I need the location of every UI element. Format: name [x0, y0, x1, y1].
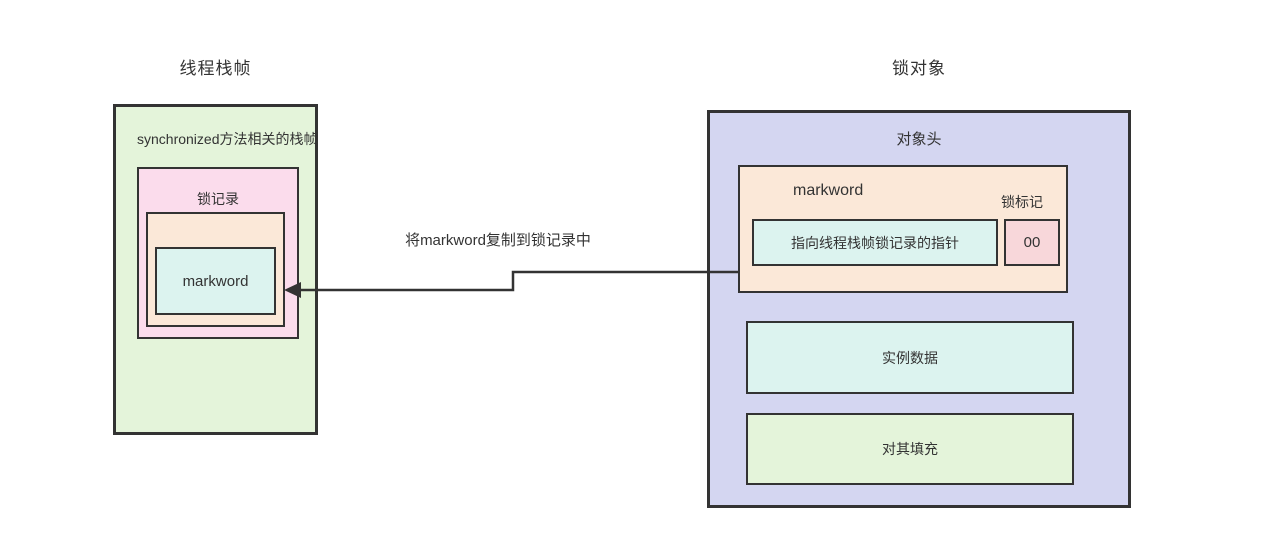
markword-section-box: markword 锁标记 指向线程栈帧锁记录的指针 00 [738, 165, 1068, 293]
lock-object-box: 对象头 markword 锁标记 指向线程栈帧锁记录的指针 00 实例数据 对其… [707, 110, 1131, 508]
markword-section-label: markword [793, 182, 864, 199]
pointer-to-lock-record-label: 指向线程栈帧锁记录的指针 [791, 234, 959, 251]
padding-box: 对其填充 [746, 413, 1074, 485]
instance-data-label: 实例数据 [882, 349, 938, 366]
lock-object-title: 锁对象 [892, 59, 946, 78]
copied-markword-box: markword [155, 247, 276, 315]
thread-stack-frame-box: synchronized方法相关的栈帧 锁记录 markword [113, 104, 318, 435]
lock-flag-value: 00 [1023, 234, 1041, 251]
pointer-to-lock-record-box: 指向线程栈帧锁记录的指针 [752, 219, 998, 266]
lock-flag-value-box: 00 [1004, 219, 1060, 266]
lock-flag-label: 锁标记 [1001, 194, 1043, 210]
copied-markword-label: markword [182, 272, 249, 290]
padding-label: 对其填充 [882, 441, 938, 457]
lock-record-slot-box: markword [146, 212, 285, 327]
instance-data-box: 实例数据 [746, 321, 1074, 394]
lock-record-box: 锁记录 markword [137, 167, 299, 339]
object-header-label: 对象头 [896, 131, 942, 148]
copy-markword-arrow-label: 将markword复制到锁记录中 [405, 232, 591, 249]
synchronized-frame-label: synchronized方法相关的栈帧 [137, 131, 318, 147]
thread-stack-frame-title: 线程栈帧 [179, 59, 252, 78]
lock-record-label: 锁记录 [197, 191, 239, 207]
